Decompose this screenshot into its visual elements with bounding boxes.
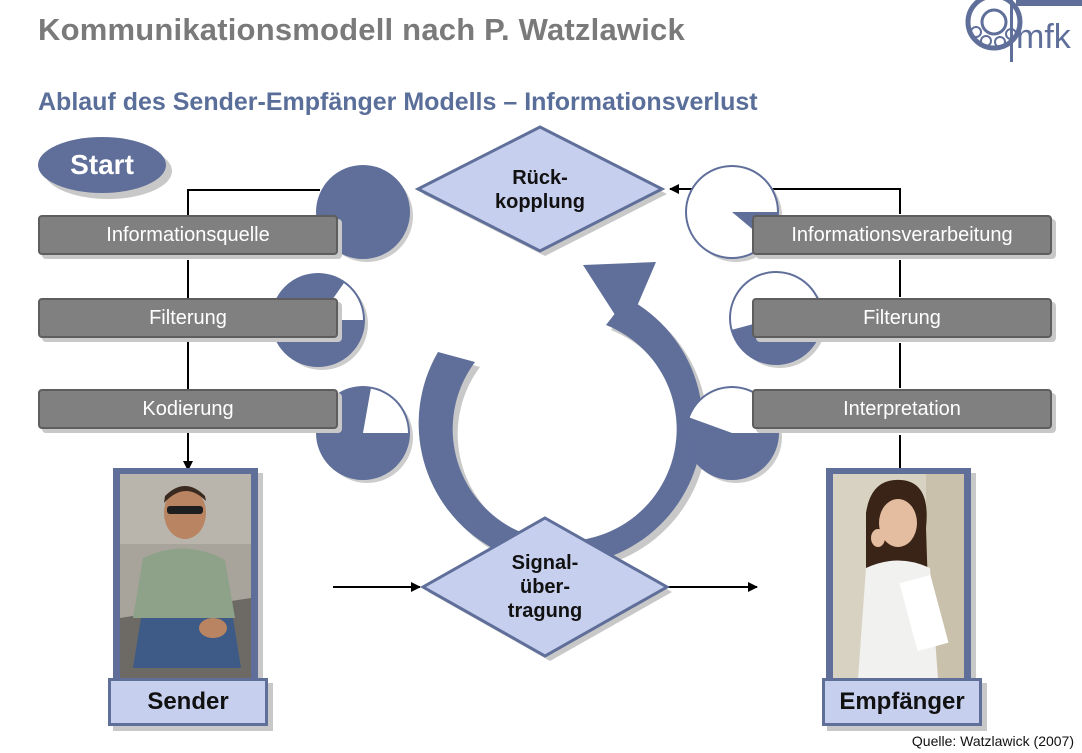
- step-interpretation: Interpretation: [752, 389, 1052, 429]
- feedback-label: Rück- kopplung: [470, 166, 610, 214]
- feedback-line-2: kopplung: [495, 191, 585, 213]
- receiver-person-icon: [833, 474, 964, 679]
- sender-person-icon: [120, 474, 251, 679]
- signal-line-3: tragung: [507, 600, 583, 622]
- loss-pies: [271, 165, 826, 483]
- signal-label: Signal- über- tragung: [475, 551, 615, 623]
- signal-line-1: Signal-: [511, 552, 579, 574]
- feedback-diamond: [414, 125, 667, 256]
- sender-label: Sender: [108, 678, 268, 726]
- feedback-line-1: Rück-: [512, 167, 568, 189]
- signal-diamond: [419, 516, 672, 661]
- cycle-arrow-icon: [418, 262, 708, 571]
- pie-informationsquelle: [316, 165, 413, 262]
- step-kodierung: Kodierung: [38, 389, 338, 429]
- step-informationsverarbeitung: Informationsverarbeitung: [752, 215, 1052, 255]
- bearing-logo-icon: mfk: [965, 0, 1082, 62]
- page-subtitle: Ablauf des Sender-Empfänger Modells – In…: [38, 88, 758, 116]
- step-filterung-sender: Filterung: [38, 298, 338, 338]
- sender-photo-frame: [113, 468, 258, 685]
- step-informationsquelle: Informationsquelle: [38, 215, 338, 255]
- receiver-photo-frame: [826, 468, 971, 685]
- start-node: Start: [38, 137, 166, 193]
- logo-text: mfk: [1016, 18, 1072, 56]
- step-filterung-receiver: Filterung: [752, 298, 1052, 338]
- source-citation: Quelle: Watzlawick (2007): [911, 733, 1074, 749]
- signal-line-2: über-: [520, 576, 570, 598]
- receiver-label: Empfänger: [822, 678, 982, 726]
- page-title: Kommunikationsmodell nach P. Watzlawick: [38, 12, 685, 47]
- pie-kodierung: [316, 386, 413, 483]
